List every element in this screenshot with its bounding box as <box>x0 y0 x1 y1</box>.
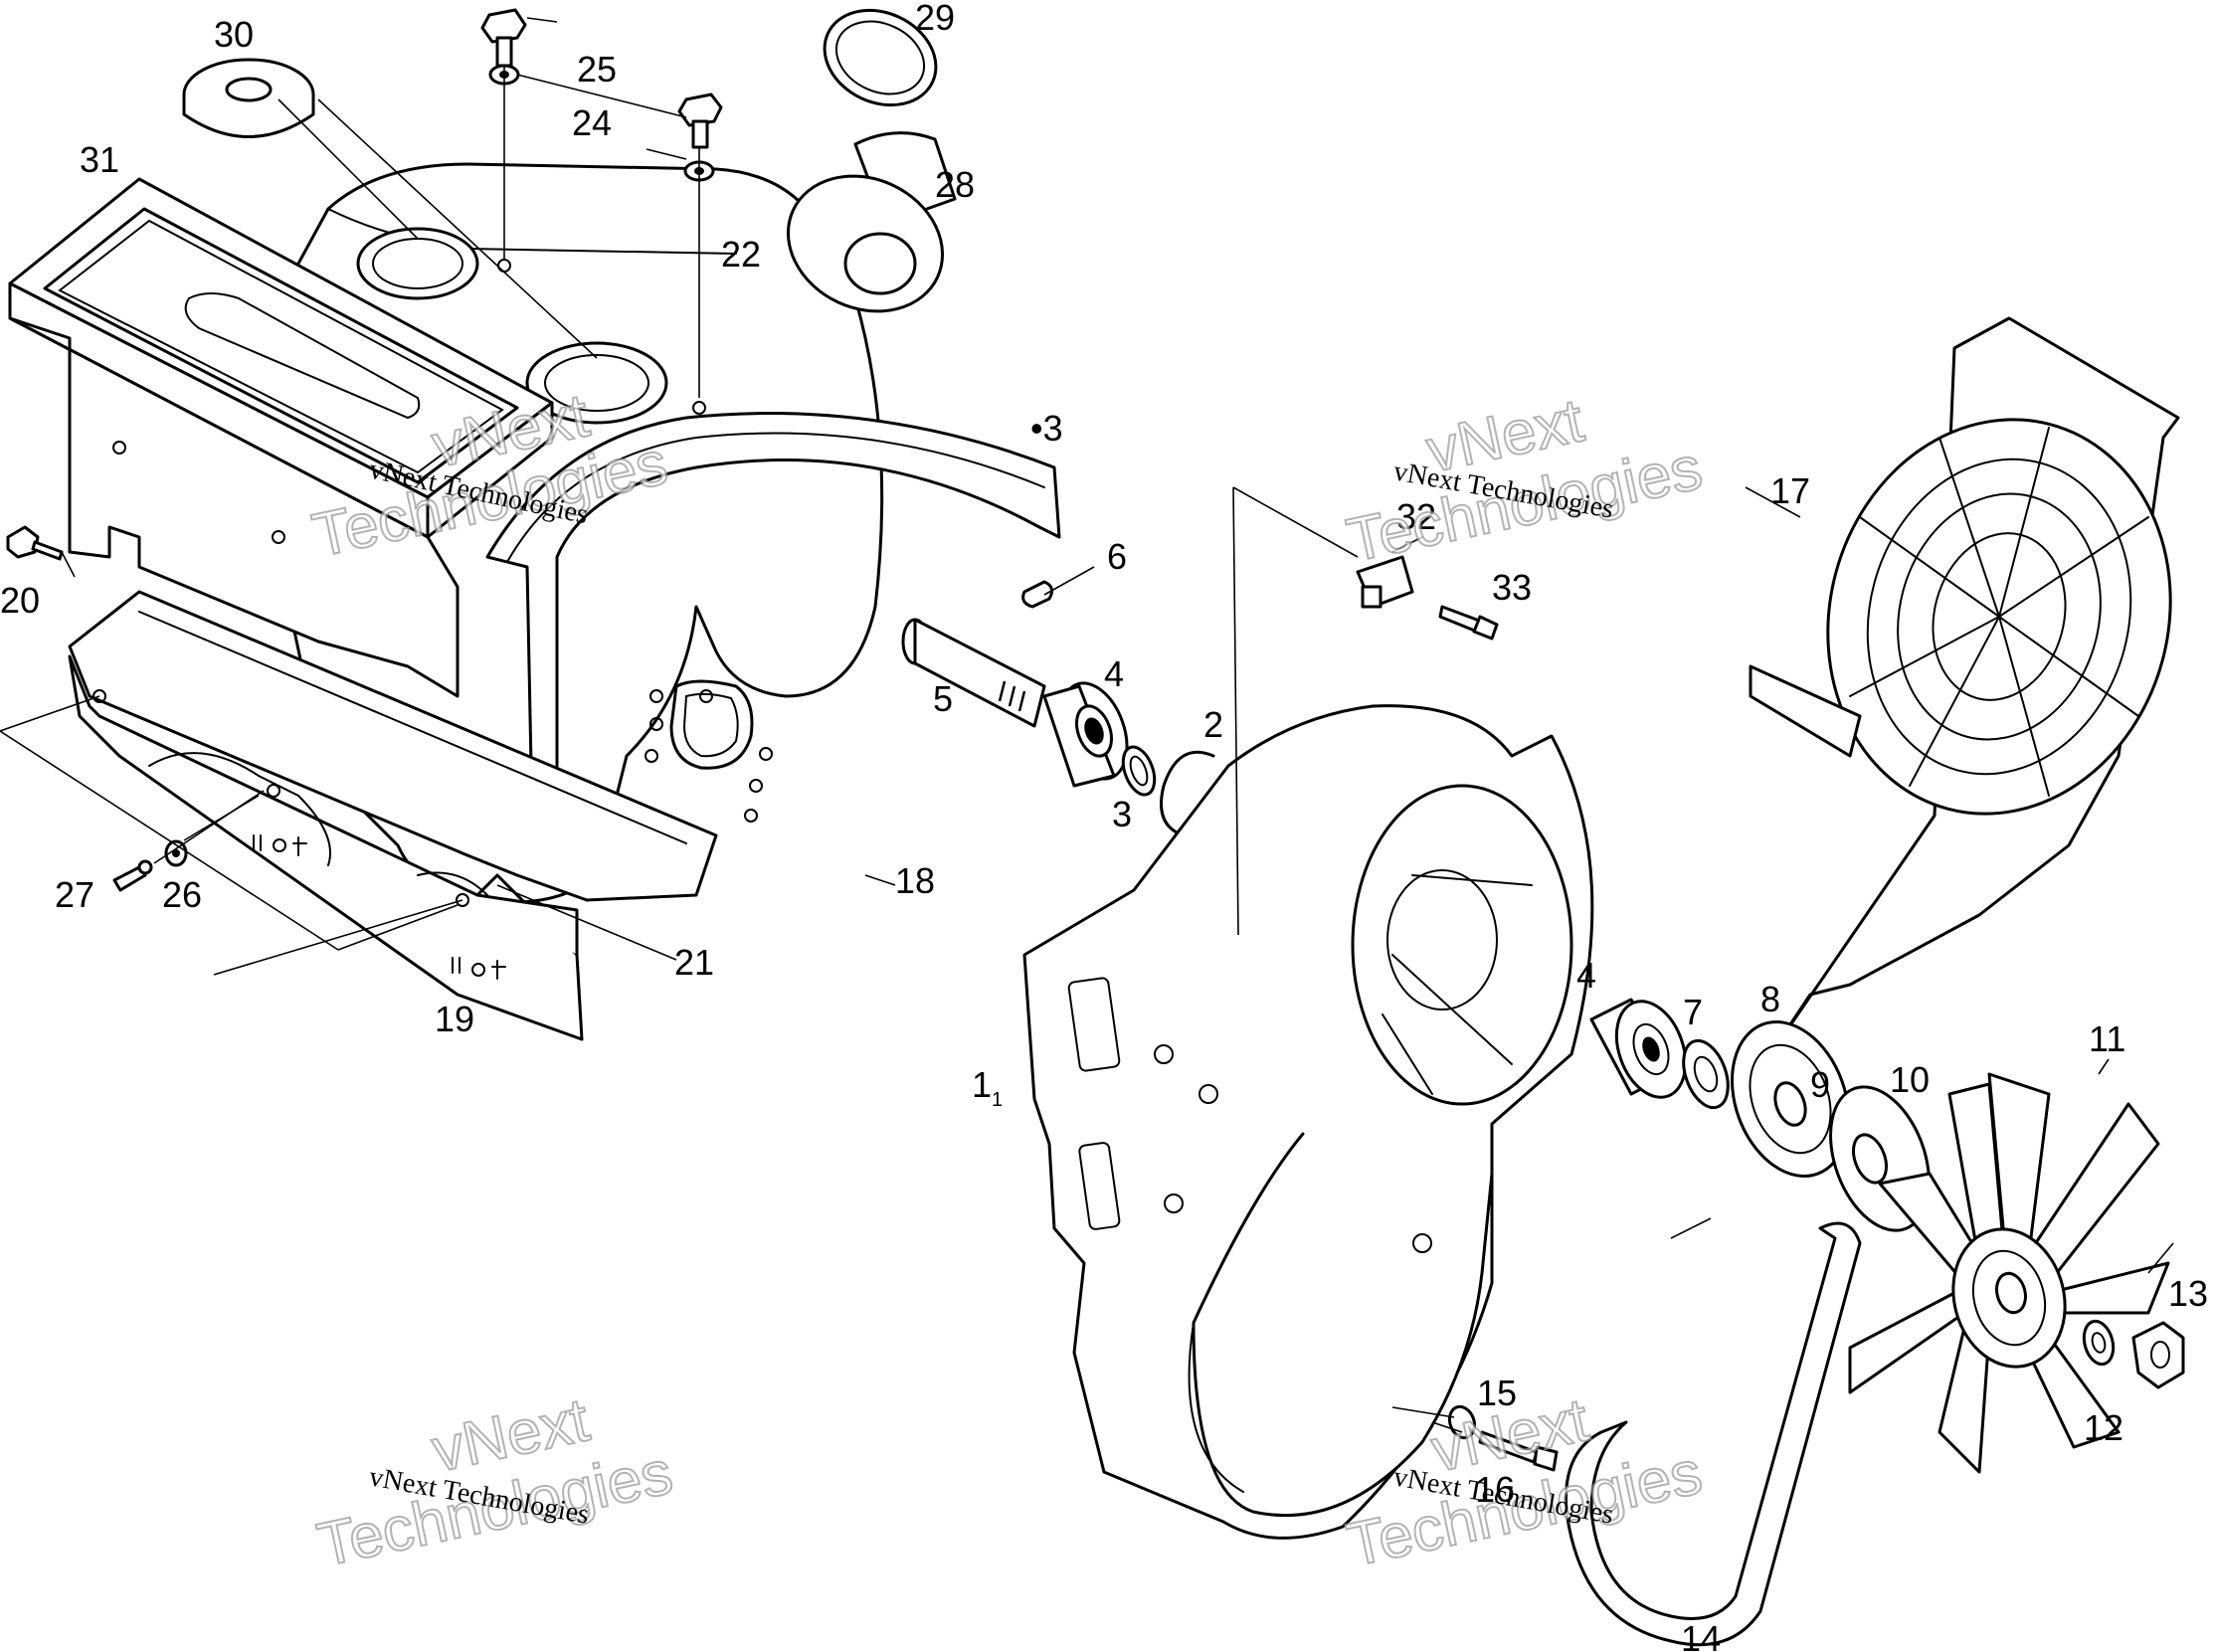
label-19: 19 <box>435 999 474 1039</box>
fan-grille-17 <box>1749 316 2180 1056</box>
label-30: 30 <box>214 14 254 55</box>
bolt-top-left <box>480 8 527 68</box>
bottom-tray-19 <box>68 654 584 1041</box>
washer-12 <box>2082 1319 2116 1367</box>
bolt-16 <box>1478 1430 1559 1472</box>
washer-26 <box>164 839 188 867</box>
fan-11 <box>1848 1072 2170 1474</box>
fan-housing-1 <box>1022 704 1594 1540</box>
label-14: 14 <box>1681 1618 1721 1652</box>
key-6 <box>1021 580 1054 609</box>
label-29: 29 <box>915 0 955 38</box>
clip-32 <box>1356 555 1414 609</box>
label-25: 25 <box>577 49 617 90</box>
label-3-dot: •3 <box>1030 408 1063 449</box>
bolt-25 <box>677 92 723 149</box>
label-12: 12 <box>2084 1407 2123 1448</box>
label-18: 18 <box>895 860 935 901</box>
label-20: 20 <box>0 580 40 621</box>
label-27: 27 <box>55 874 94 915</box>
grommet-30 <box>182 58 315 138</box>
label-2: 2 <box>1203 704 1223 745</box>
gasket-ring-29 <box>823 8 938 107</box>
top-rack-31 <box>8 177 554 698</box>
bolt-20 <box>6 525 64 561</box>
exhaust-flange-28 <box>786 131 957 313</box>
side-panel-21 <box>68 590 718 902</box>
label-21: 21 <box>674 942 714 983</box>
label-1-sub: 1 <box>992 1089 1003 1111</box>
label-32: 32 <box>1396 496 1436 537</box>
label-7: 7 <box>1683 992 1703 1032</box>
label-4-lower: 4 <box>1576 955 1596 996</box>
bearing-4-lower <box>1589 998 1688 1099</box>
bearing-4-upper <box>1042 681 1129 788</box>
leader-lines <box>0 17 2174 1433</box>
label-11: 11 <box>2089 1018 2125 1059</box>
label-1: 1 <box>972 1064 992 1105</box>
label-5: 5 <box>933 678 953 719</box>
label-15: 15 <box>1477 1373 1517 1413</box>
label-16: 16 <box>1475 1469 1515 1510</box>
washer-7 <box>1682 1038 1730 1110</box>
shaft-5 <box>901 618 1046 728</box>
pulley-8 <box>1731 1020 1850 1178</box>
label-3: 3 <box>1112 794 1132 834</box>
watermark-top-right: vNext Technologies vNext Technologies <box>1341 385 1709 576</box>
screw-27 <box>112 859 153 892</box>
label-22: 22 <box>721 234 761 275</box>
label-31: 31 <box>80 139 119 180</box>
screw-33 <box>1438 605 1499 641</box>
label-13: 13 <box>2168 1273 2208 1314</box>
label-4-upper: 4 <box>1104 653 1124 694</box>
label-33: 33 <box>1492 567 1532 608</box>
label-9: 9 <box>1810 1064 1830 1105</box>
label-17: 17 <box>1770 470 1810 511</box>
label-6: 6 <box>1107 536 1127 577</box>
spacer-3 <box>1121 745 1157 797</box>
nut-13 <box>2131 1321 2185 1389</box>
label-10: 10 <box>1890 1059 1930 1100</box>
label-26: 26 <box>162 874 202 915</box>
watermark-bottom-left: vNext Technologies vNext Technologies <box>311 1384 679 1580</box>
label-28: 28 <box>935 164 975 205</box>
label-24: 24 <box>572 102 612 143</box>
v-belt-14 <box>1564 1221 1862 1647</box>
label-8: 8 <box>1760 979 1780 1019</box>
